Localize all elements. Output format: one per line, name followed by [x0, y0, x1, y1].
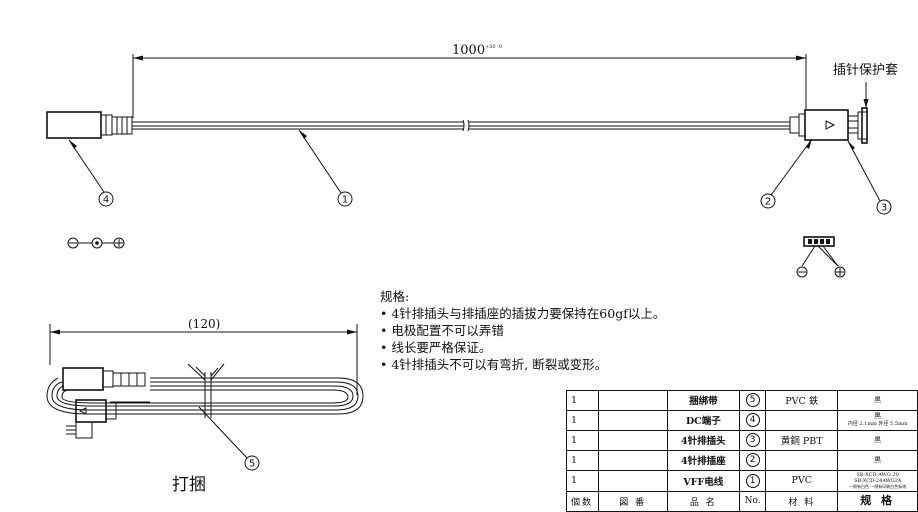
balloon-leaders [68, 129, 881, 459]
dc-plug [46, 111, 133, 139]
svg-text:4: 4 [103, 195, 109, 206]
spec-item: • 电极配置不可以弄错 [380, 323, 504, 338]
bundle-dimension: (120) [49, 317, 358, 395]
balloon-2: 2 [760, 193, 776, 209]
spec-title: 规格: [380, 289, 410, 304]
bom-row: 1 4针排插座 2 黒 [566, 449, 918, 471]
pin-cover-label: 插针保护套 [833, 62, 898, 78]
length-value: 1000 [452, 43, 485, 58]
specification-notes: 规格: • 4针排插头与排插座的插拔力要保持在60gf以上。 • 电极配置不可以… [380, 288, 665, 373]
svg-text:3: 3 [881, 203, 887, 214]
dc-polarity-symbol [67, 237, 125, 249]
svg-text:1: 1 [342, 195, 348, 206]
bom-header: 個数 図 番 品 名 No. 材 料 规 格 [566, 490, 918, 512]
pin-cover: 插针保护套 [833, 62, 898, 144]
balloon-3: 3 [876, 199, 892, 215]
balloon-1: 1 [337, 191, 353, 207]
bom-row: 1 4针排插头 3 黄銅 PBT 黒 [566, 429, 918, 451]
balloon-5: 5 [244, 455, 260, 471]
length-tolerance: +50 -0 [485, 44, 502, 50]
balloon-4: 4 [98, 191, 114, 207]
bill-of-materials: 1 捆绑带 5 PVC 鉄 黒 1 DC端子 4 黒内径 2.1mm 外径 5.… [566, 390, 918, 512]
vff-wire [132, 119, 790, 132]
spec-item: • 4针排插头与排插座的插拔力要保持在60gf以上。 [380, 306, 666, 321]
svg-text:5: 5 [249, 459, 255, 470]
length-dimension: 1000 +50 -0 [132, 43, 807, 118]
header-polarity-symbol [796, 236, 846, 278]
svg-text:2: 2 [765, 197, 771, 208]
bom-row: 1 捆绑带 5 PVC 鉄 黒 [566, 390, 918, 411]
pin-header-socket [789, 109, 858, 141]
bundle-length: (120) [188, 317, 220, 331]
bom-row: 1 DC端子 4 黒内径 2.1mm 外径 5.5mm [566, 409, 918, 431]
coiled-bundle [46, 363, 364, 439]
spec-item: • 4针排插头不可以有弯折, 断裂或变形。 [380, 357, 608, 372]
bundle-label: 打捆 [172, 475, 206, 495]
spec-item: • 线长要严格保证。 [380, 340, 492, 355]
